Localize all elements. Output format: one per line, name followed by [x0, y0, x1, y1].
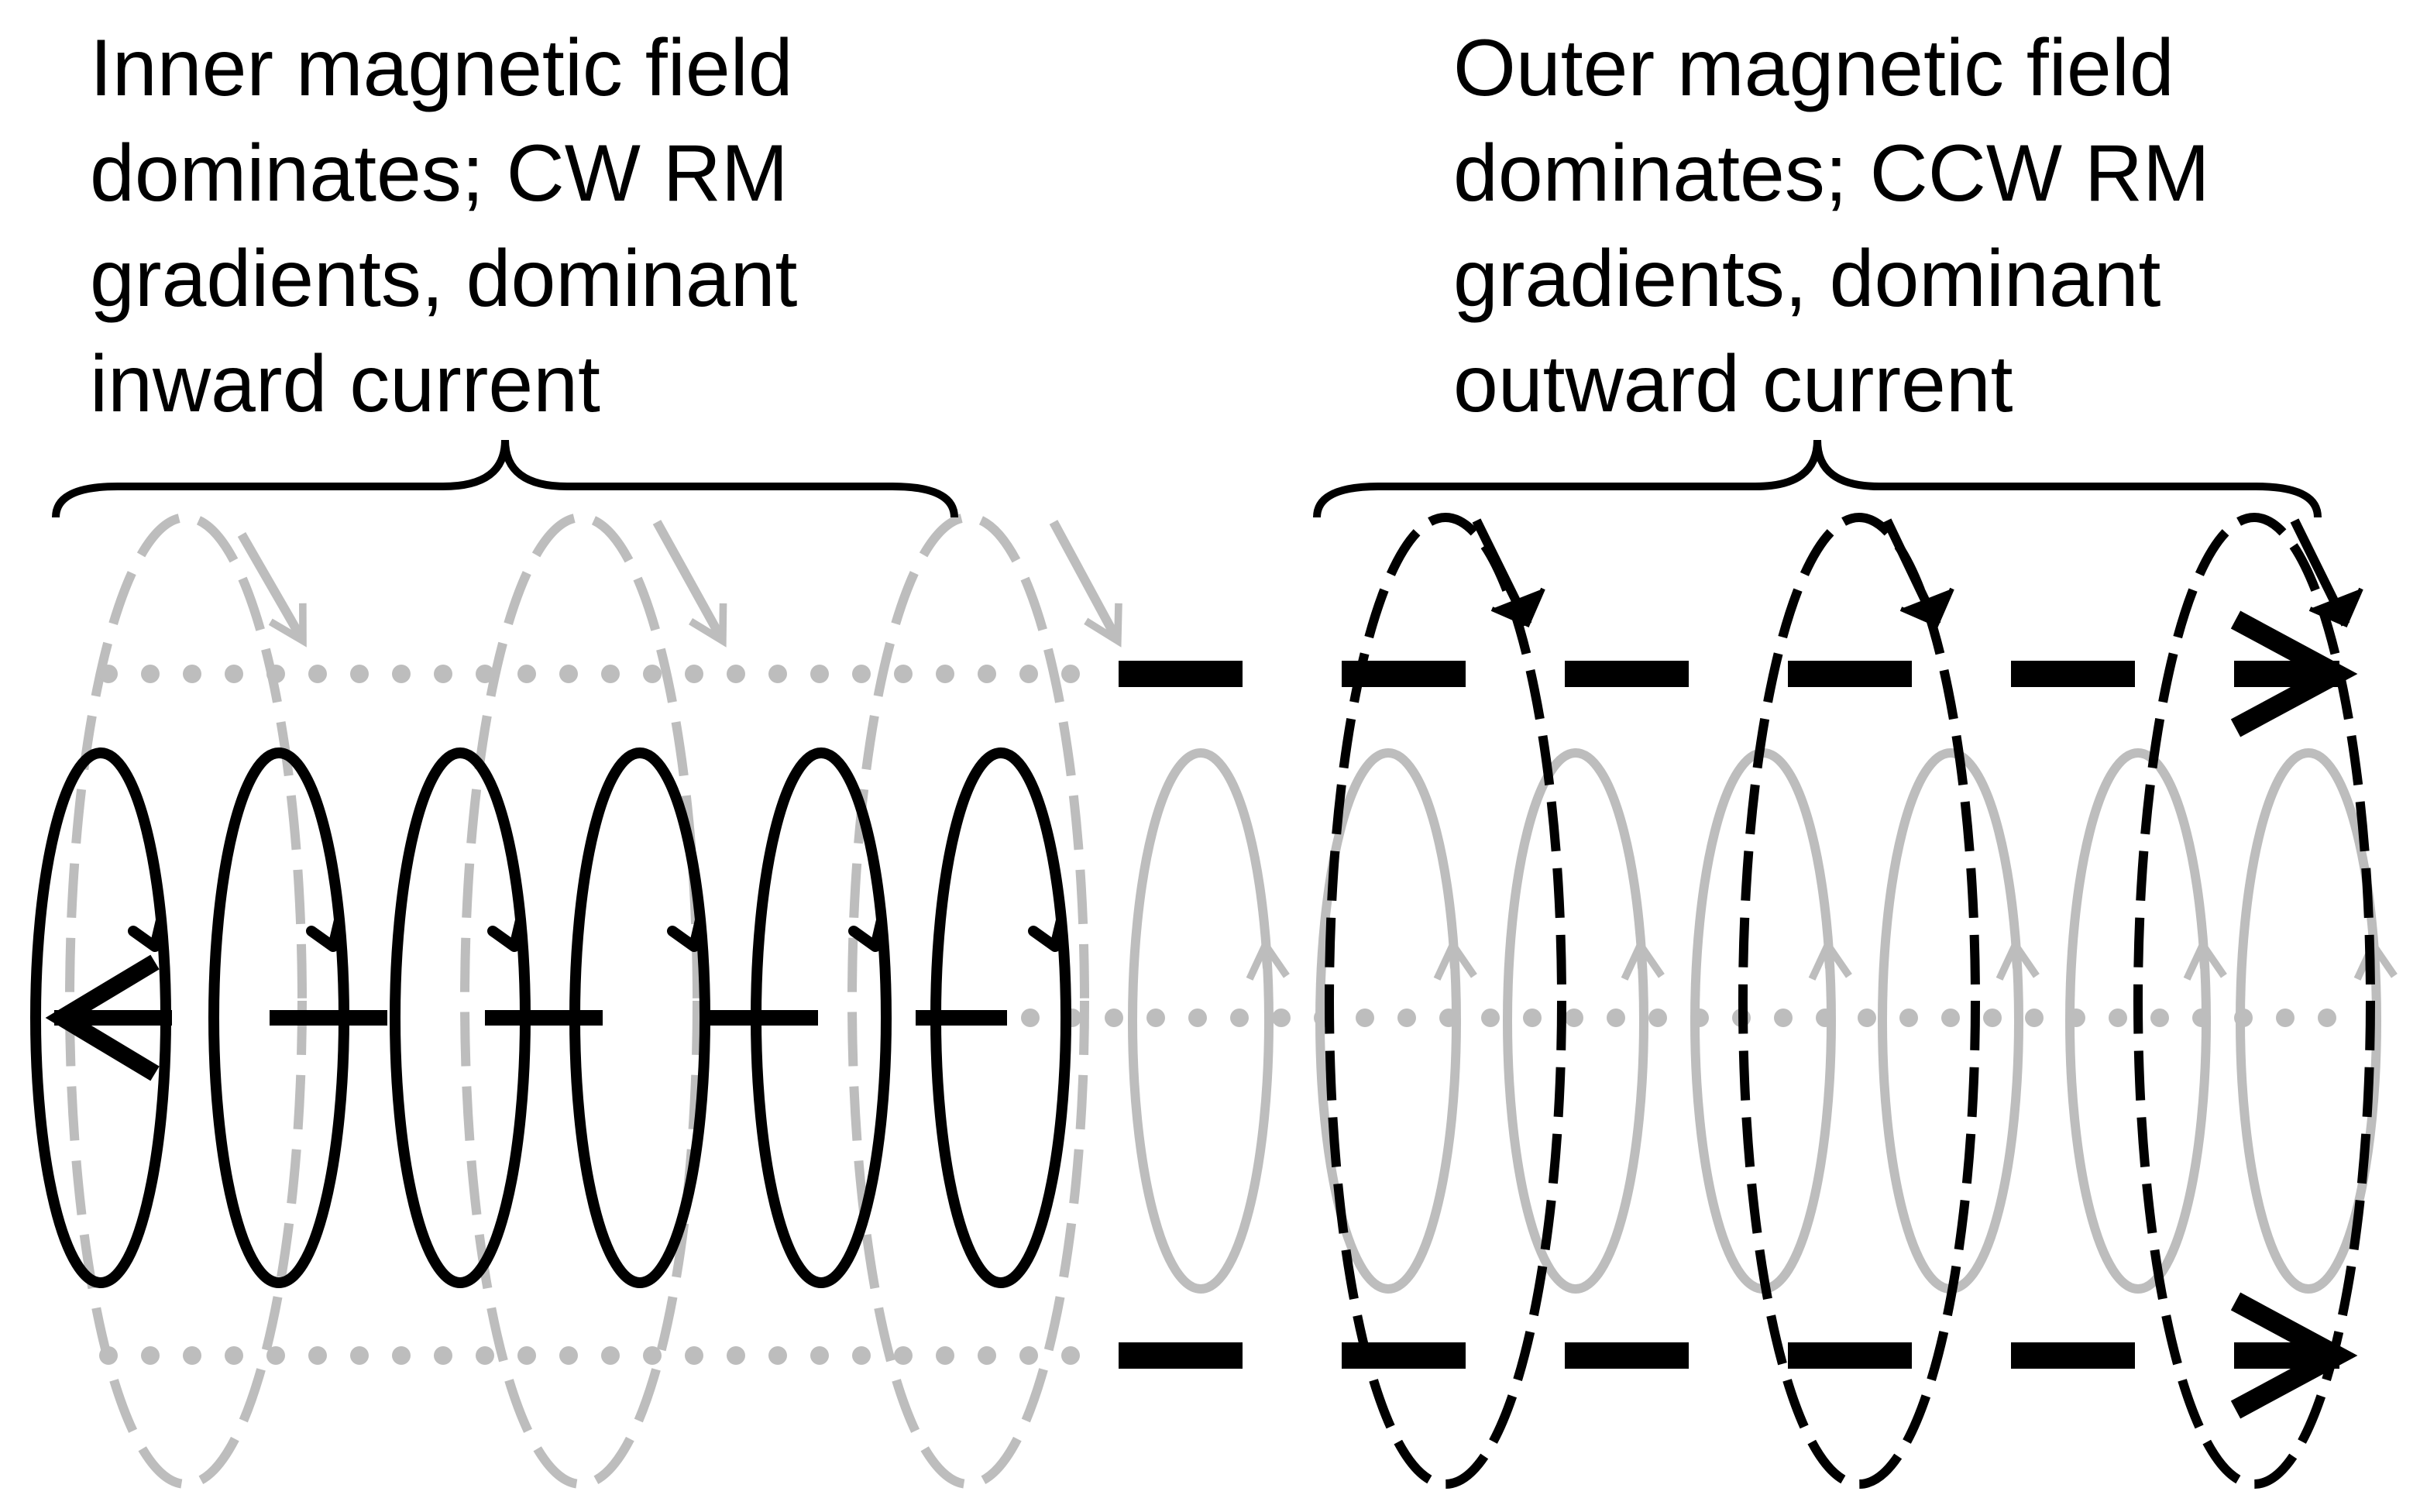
inner-loop-arrow	[1433, 937, 1477, 981]
inner-field-loop	[2065, 748, 2211, 1294]
outer-field-loop	[1325, 513, 1566, 1489]
inner-loop-arrow	[1246, 937, 1290, 981]
outer-field-loop	[2133, 513, 2375, 1489]
outward-current-arrowhead	[2230, 610, 2358, 737]
inner-field-loop	[2236, 748, 2381, 1294]
annotation-inner-line-3: gradients, dominant	[90, 234, 798, 324]
outer-loop-arrow	[237, 532, 307, 648]
inner-loop-arrow	[2183, 937, 2227, 981]
curly-brace	[1313, 439, 2322, 518]
annotation-outer-line-4: outward current	[1453, 339, 2013, 429]
outer-field-loop	[460, 513, 702, 1489]
curly-brace	[52, 439, 958, 518]
inner-loop-arrow	[848, 915, 887, 952]
annotation-outer-line-3: gradients, dominant	[1453, 234, 2161, 324]
outer-field-loop	[847, 513, 1089, 1489]
inner-loop-arrow	[128, 915, 167, 952]
inner-field-loop	[1315, 748, 1461, 1294]
outward-current-arrowhead	[2230, 1292, 2358, 1419]
inner-field-loop	[1690, 748, 1836, 1294]
inner-field-loop	[1128, 748, 1274, 1294]
annotation-inner-field: Inner magnetic field dominates; CW RM gr…	[90, 15, 797, 437]
brace-layer	[52, 439, 2322, 518]
outer-loop-arrow-head	[2308, 587, 2363, 627]
annotation-outer-line-2: dominates; CCW RM	[1453, 129, 2210, 218]
inner-loop-arrow	[306, 915, 345, 952]
inner-field-loop	[1503, 748, 1648, 1294]
outer-loop-arrow-head	[1899, 587, 1954, 627]
inner-loop-arrow	[487, 915, 526, 952]
inner-loop-arrow	[1028, 915, 1067, 952]
outer-loop-arrow	[1049, 520, 1122, 648]
annotation-outer-line-1: Outer magnetic field	[1453, 23, 2174, 113]
inner-loop-arrow	[1995, 937, 2040, 981]
inner-loop-arrow	[667, 915, 706, 952]
outer-field-loop	[1738, 513, 1980, 1489]
outer-field-loop	[65, 513, 307, 1489]
annotation-inner-line-4: inward current	[90, 339, 600, 429]
inner-loop-arrow	[1621, 937, 1665, 981]
outer-loop-arrow	[652, 520, 727, 648]
active-field-layer	[30, 513, 2375, 1489]
annotation-outer-field: Outer magnetic field dominates; CCW RM g…	[1453, 15, 2210, 437]
annotation-inner-line-1: Inner magnetic field	[90, 23, 793, 113]
annotation-inner-line-2: dominates; CW RM	[90, 129, 789, 218]
inward-current-arrowhead	[45, 954, 160, 1081]
inner-loop-arrow	[1808, 937, 1852, 981]
outer-loop-arrow-head	[1490, 587, 1545, 627]
